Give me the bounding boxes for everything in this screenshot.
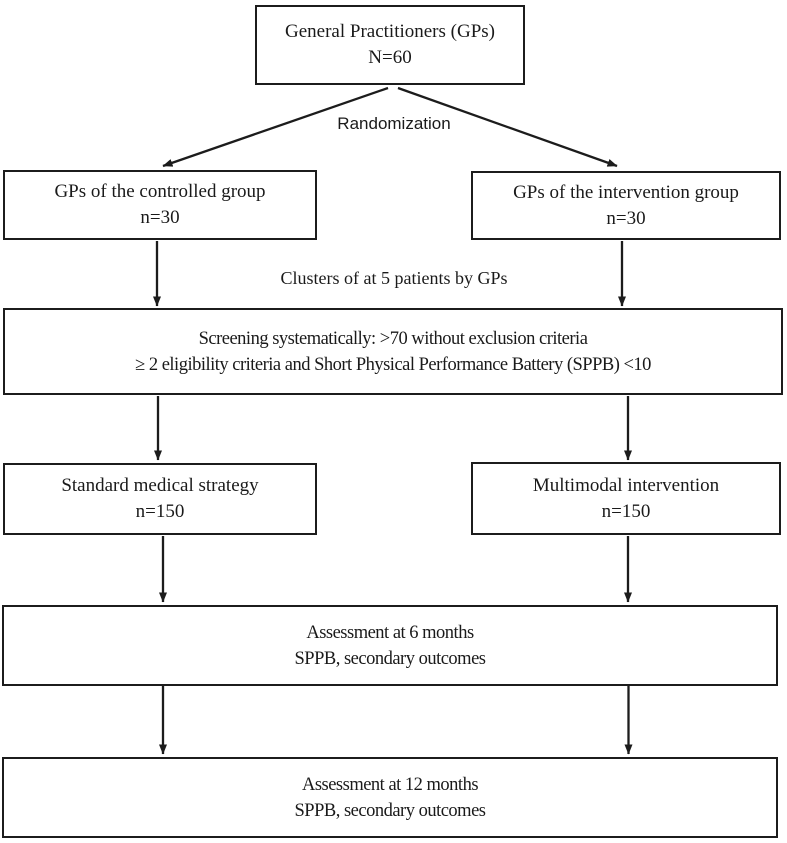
box-standard-strategy: Standard medical strategy n=150 bbox=[3, 463, 317, 535]
label-randomization: Randomization bbox=[337, 114, 451, 133]
box-controlled-group-title: GPs of the controlled group bbox=[54, 181, 266, 202]
box-standard-strategy-count: n=150 bbox=[135, 501, 185, 522]
box-multimodal-intervention: Multimodal intervention n=150 bbox=[471, 462, 781, 535]
box-general-practitioners: General Practitioners (GPs) N=60 bbox=[255, 5, 525, 85]
box-general-practitioners-count: N=60 bbox=[368, 47, 412, 68]
box-screening: Screening systematically: >70 without ex… bbox=[3, 308, 783, 395]
box-intervention-group-title: GPs of the intervention group bbox=[513, 181, 739, 203]
box-assessment-12-months-title: Assessment at 12 months bbox=[301, 774, 479, 795]
box-standard-strategy-title: Standard medical strategy bbox=[61, 475, 259, 496]
box-controlled-group-count: n=30 bbox=[140, 207, 180, 228]
box-screening-line1: Screening systematically: >70 without ex… bbox=[198, 328, 588, 349]
box-assessment-6-months: Assessment at 6 months SPPB, secondary o… bbox=[2, 605, 778, 686]
box-multimodal-intervention-title: Multimodal intervention bbox=[532, 474, 720, 496]
box-assessment-6-months-title: Assessment at 6 months bbox=[306, 622, 474, 643]
box-intervention-group: GPs of the intervention group n=30 bbox=[471, 171, 781, 240]
box-multimodal-intervention-count: n=150 bbox=[601, 500, 651, 522]
label-clusters: Clusters of at 5 patients by GPs bbox=[280, 268, 508, 288]
box-assessment-12-months: Assessment at 12 months SPPB, secondary … bbox=[2, 757, 778, 838]
box-intervention-group-count: n=30 bbox=[606, 207, 646, 229]
box-general-practitioners-title: General Practitioners (GPs) bbox=[285, 21, 495, 42]
arrow-randomization-left bbox=[162, 86, 389, 168]
arrow-randomization-right bbox=[397, 86, 618, 168]
box-controlled-group: GPs of the controlled group n=30 bbox=[3, 170, 317, 240]
arrow-assessment6-to-assessment12-right bbox=[624, 673, 634, 755]
box-screening-line2: ≥ 2 eligibility criteria and Short Physi… bbox=[135, 354, 651, 375]
box-assessment-12-months-outcomes: SPPB, secondary outcomes bbox=[294, 800, 486, 821]
box-assessment-6-months-outcomes: SPPB, secondary outcomes bbox=[294, 648, 486, 669]
